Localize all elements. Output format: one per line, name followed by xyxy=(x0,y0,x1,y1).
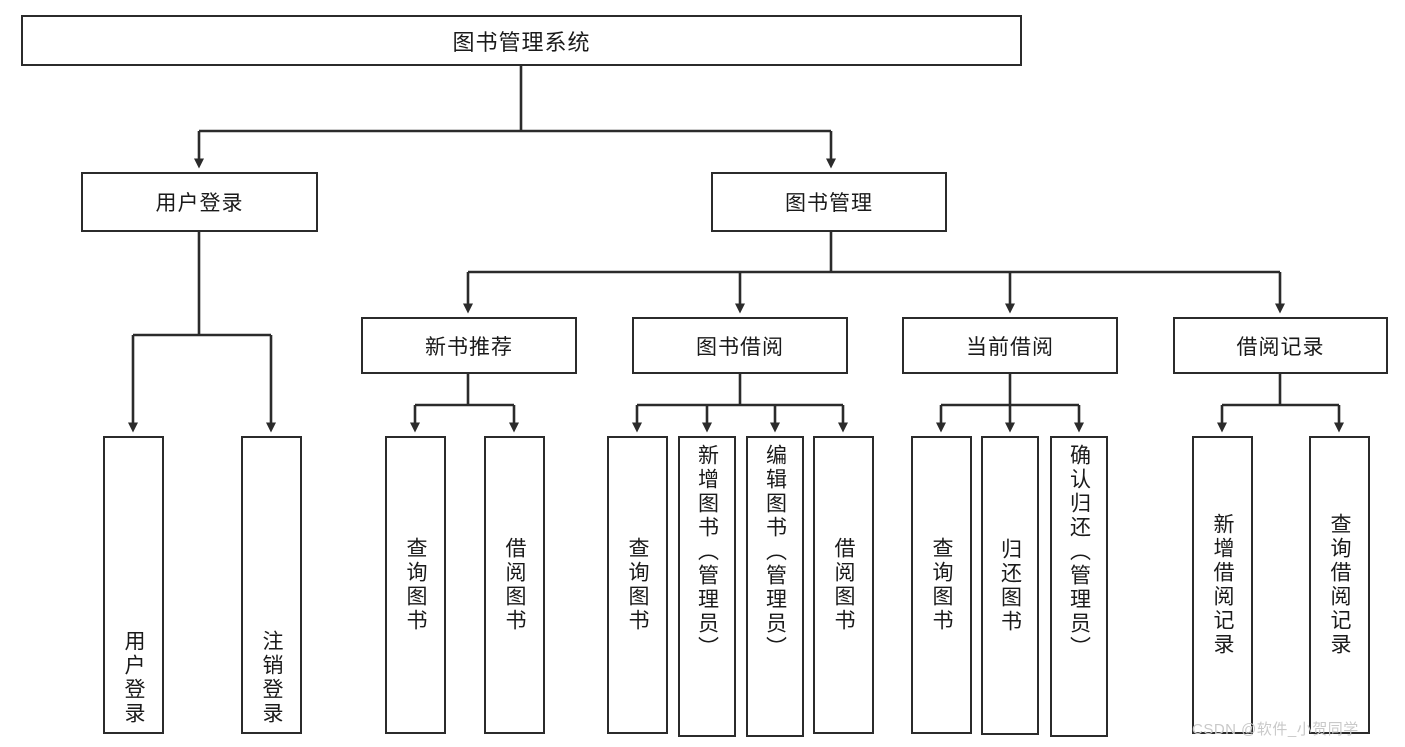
node-label: 查询图书 xyxy=(404,537,427,633)
node-new-book-recommend[interactable]: 新书推荐 xyxy=(361,317,577,374)
node-label: 查询图书 xyxy=(626,537,649,633)
node-label: 图书管理系统 xyxy=(452,29,591,55)
leaf-current-borrow-query-book[interactable]: 查询图书 xyxy=(911,436,972,734)
leaf-user-login-logout[interactable]: 注销登录 xyxy=(241,436,302,734)
node-label: 当前借阅 xyxy=(966,335,1054,359)
node-label: 借阅记录 xyxy=(1236,335,1325,359)
node-label: 新书推荐 xyxy=(425,335,513,359)
leaf-user-login-login[interactable]: 用户登录 xyxy=(103,436,164,734)
node-label: 用户登录 xyxy=(122,630,145,726)
node-label: 新增图书（管理员） xyxy=(695,444,719,660)
node-label: 用户登录 xyxy=(155,192,244,215)
node-label: 图书借阅 xyxy=(696,335,784,359)
leaf-new-book-borrow-book[interactable]: 借阅图书 xyxy=(484,436,545,734)
node-root-book-management-system[interactable]: 图书管理系统 xyxy=(21,15,1022,66)
csdn-watermark: CSDN @软件_小贺同学 xyxy=(1192,721,1359,738)
leaf-new-book-query-book[interactable]: 查询图书 xyxy=(385,436,446,734)
node-borrow-record[interactable]: 借阅记录 xyxy=(1173,317,1388,374)
leaf-current-borrow-return-book[interactable]: 归还图书 xyxy=(981,436,1039,735)
node-label: 借阅图书 xyxy=(832,537,855,633)
node-label: 确认归还（管理员） xyxy=(1067,444,1091,660)
node-book-management[interactable]: 图书管理 xyxy=(711,172,947,232)
node-label: 查询图书 xyxy=(930,537,953,633)
node-label: 查询借阅记录 xyxy=(1328,513,1351,657)
node-book-borrow[interactable]: 图书借阅 xyxy=(632,317,848,374)
node-label: 图书管理 xyxy=(785,192,873,215)
leaf-borrow-record-query-record[interactable]: 查询借阅记录 xyxy=(1309,436,1370,734)
leaf-book-borrow-add-book-admin[interactable]: 新增图书（管理员） xyxy=(678,436,736,737)
node-label: 归还图书 xyxy=(998,537,1022,634)
node-current-borrow[interactable]: 当前借阅 xyxy=(902,317,1118,374)
leaf-current-borrow-confirm-return-admin[interactable]: 确认归还（管理员） xyxy=(1050,436,1108,737)
leaf-borrow-record-add-record[interactable]: 新增借阅记录 xyxy=(1192,436,1253,734)
leaf-book-borrow-borrow-book[interactable]: 借阅图书 xyxy=(813,436,874,734)
node-user-login[interactable]: 用户登录 xyxy=(81,172,318,232)
node-label: 编辑图书（管理员） xyxy=(763,444,787,660)
leaf-book-borrow-edit-book-admin[interactable]: 编辑图书（管理员） xyxy=(746,436,804,737)
node-label: 新增借阅记录 xyxy=(1211,513,1234,657)
node-label: 借阅图书 xyxy=(503,537,526,633)
leaf-book-borrow-query-book[interactable]: 查询图书 xyxy=(607,436,668,734)
node-label: 注销登录 xyxy=(260,630,283,726)
